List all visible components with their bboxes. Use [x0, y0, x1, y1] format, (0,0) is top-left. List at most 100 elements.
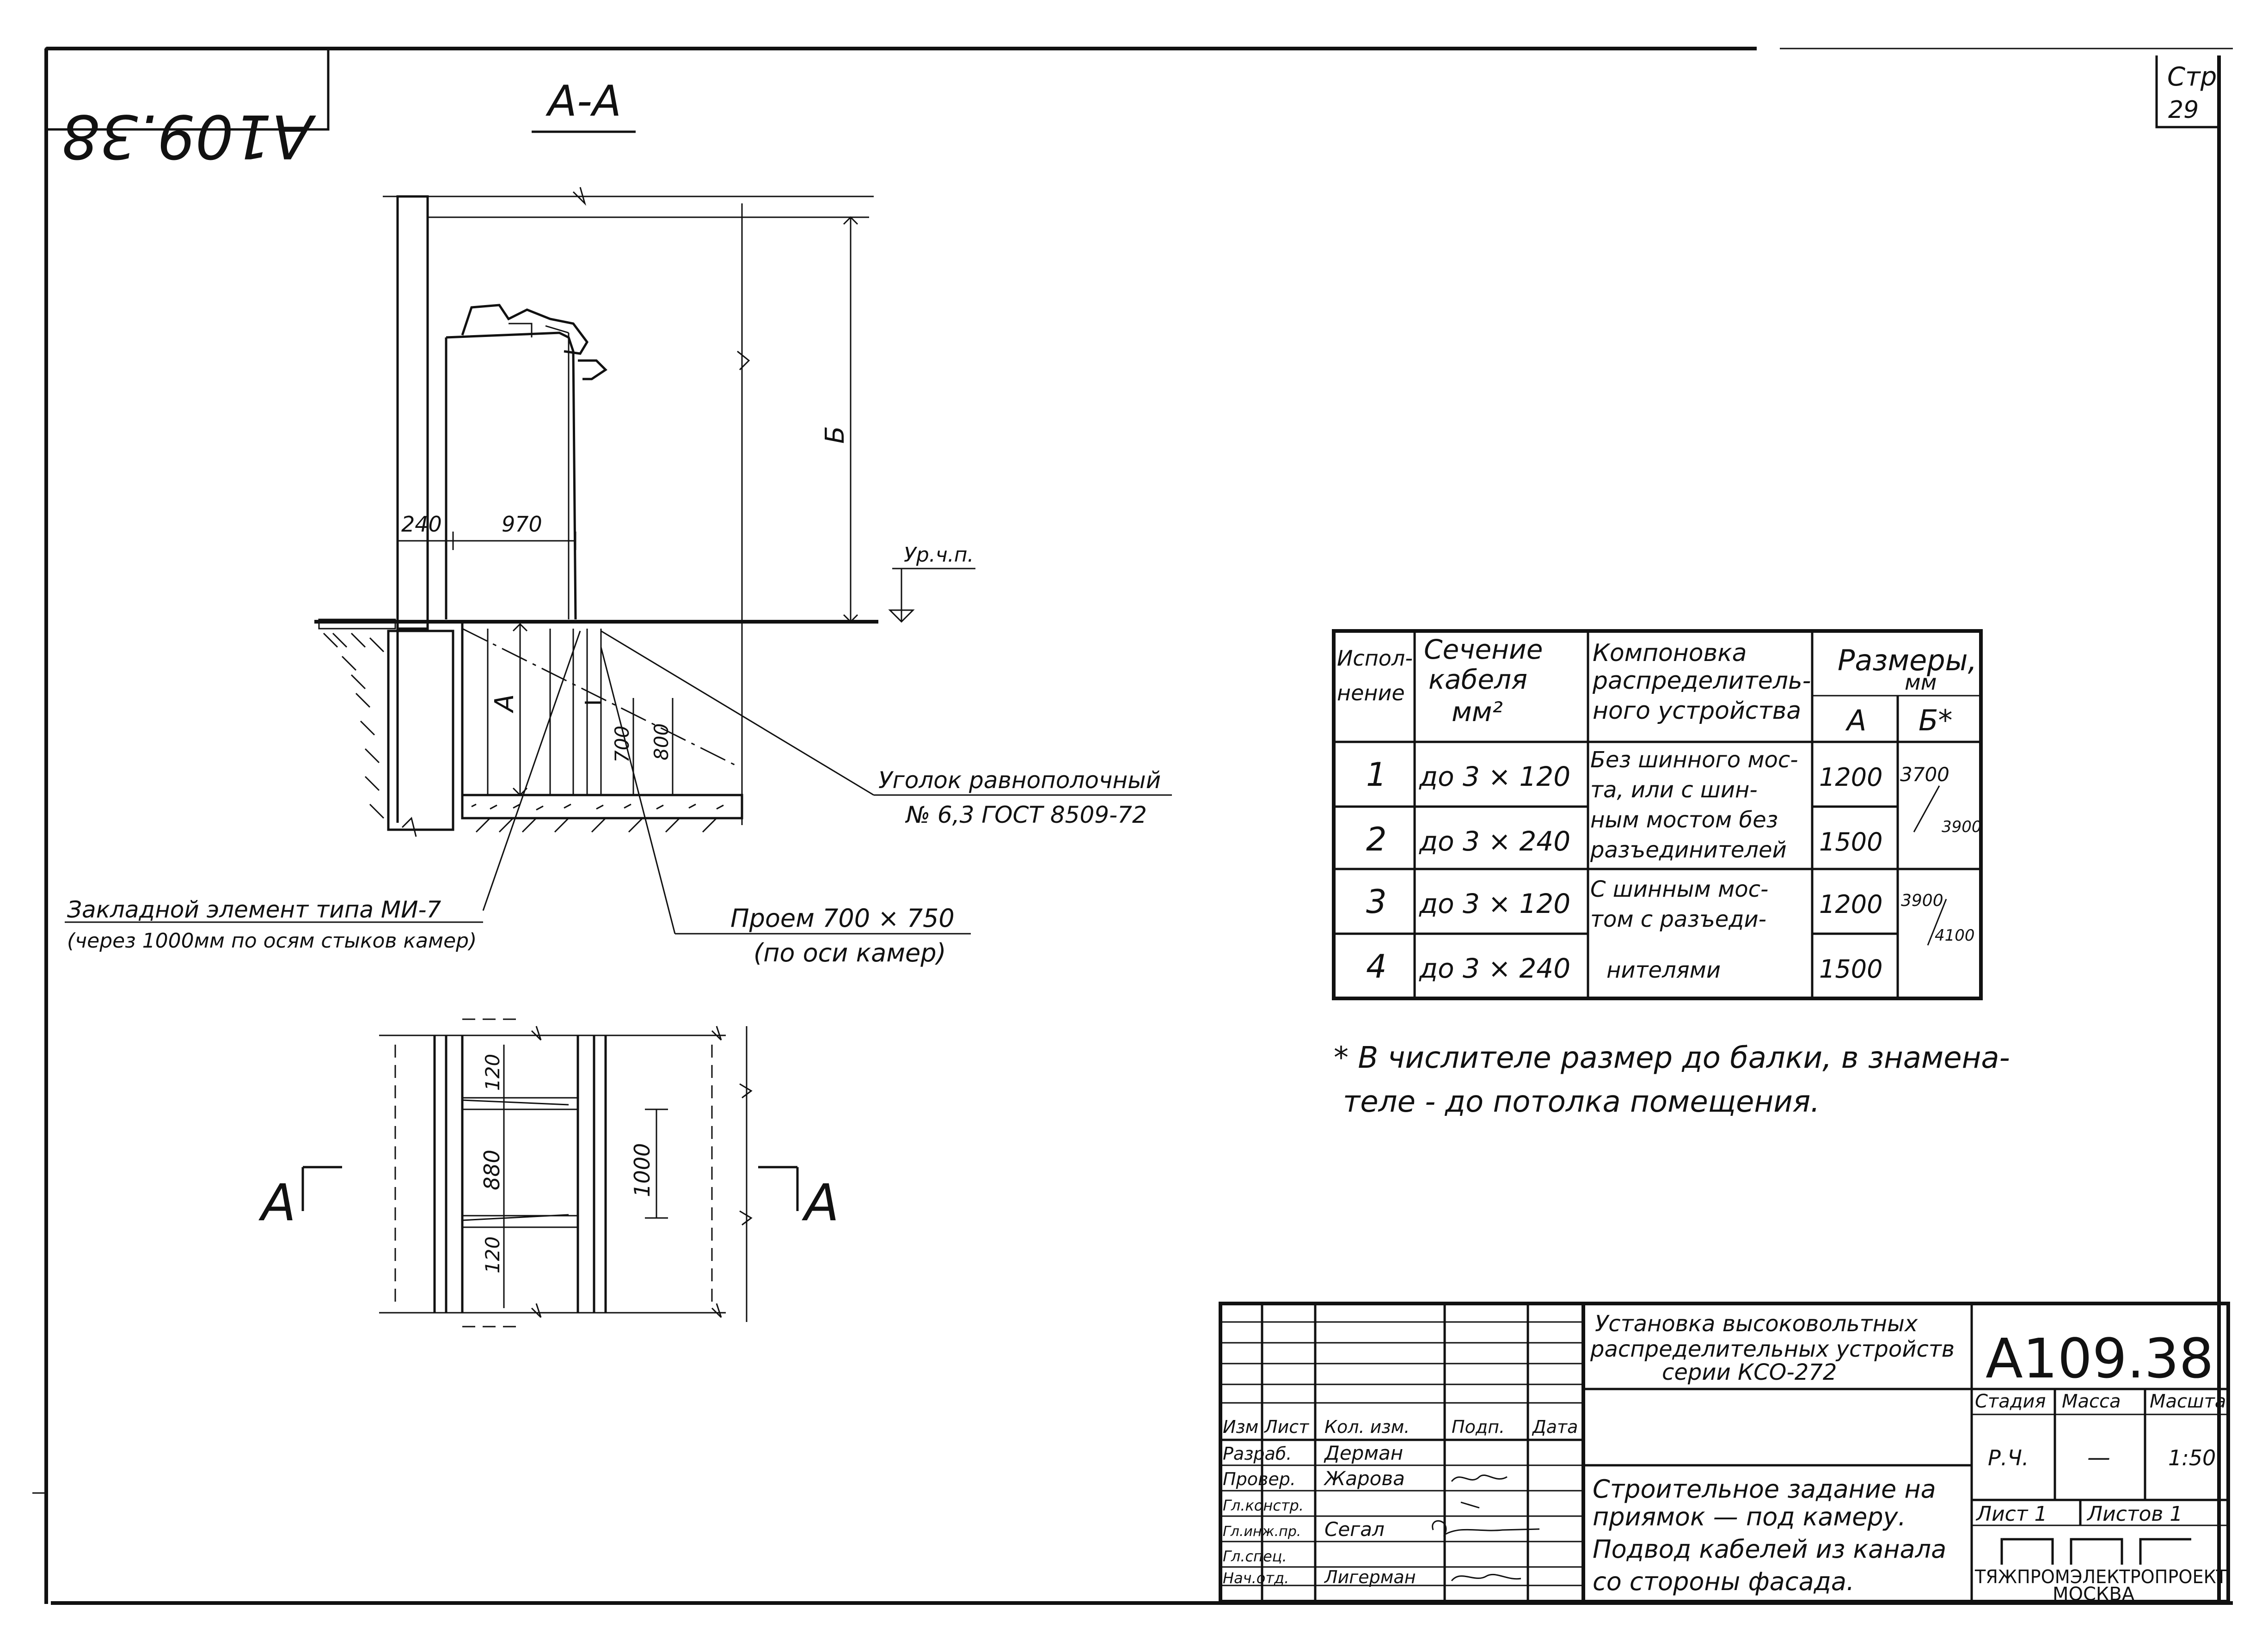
corner-code-rotated: А109.38 — [61, 101, 316, 171]
footnote-line1: * В числителе размер до балки, в знамена… — [1334, 1041, 2010, 1075]
row2-variant: 2 — [1366, 820, 1387, 858]
tb-mass-label: Масса — [2062, 1391, 2121, 1412]
tb-sheet: Лист 1 — [1975, 1502, 2047, 1526]
section-view — [314, 187, 878, 837]
b-group2-den: 4100 — [1935, 926, 1975, 945]
b-group2-num: 3900 — [1901, 891, 1943, 910]
cut-label-left: А — [258, 1173, 296, 1232]
th-layout-3: ного устройства — [1593, 697, 1801, 725]
layout-g1-l3: ным мостом без — [1590, 807, 1778, 833]
th-layout-1: Компоновка — [1593, 639, 1747, 667]
row4-variant: 4 — [1366, 948, 1387, 985]
row1-variant: 1 — [1366, 756, 1387, 794]
tb-code: А109.38 — [1986, 1327, 2214, 1390]
row1-cable: до 3 × 120 — [1419, 761, 1570, 792]
row3-cable: до 3 × 120 — [1419, 888, 1570, 919]
dim-b: Б — [820, 426, 850, 444]
th-cable-2: кабеля — [1428, 664, 1527, 695]
tb-project-l2: распределительных устройств — [1590, 1336, 1955, 1362]
level-label: Ур.ч.п. — [904, 543, 974, 567]
signatures — [1432, 1474, 1540, 1582]
tb-role-3: Гл.констр. — [1223, 1497, 1304, 1514]
tb-desc-l1: Строительное задание на — [1593, 1475, 1936, 1504]
section-dimensions: 240 970 А 700 800 Б Ур.ч.п. — [398, 216, 975, 796]
tb-desc-l2: приямок — под камеру. — [1593, 1502, 1906, 1531]
tb-role-5: Гл.спец. — [1223, 1548, 1287, 1565]
plan-dim-120-bottom: 120 — [481, 1236, 504, 1273]
tb-role-1: Разраб. — [1223, 1444, 1292, 1464]
plan-dim-880: 880 — [479, 1150, 504, 1190]
tb-name-2: Жарова — [1323, 1467, 1405, 1490]
th-cable-3: мм² — [1452, 696, 1503, 728]
tb-role-2: Провер. — [1223, 1469, 1296, 1489]
dim-a: А — [490, 694, 520, 713]
tb-col-list: Лист — [1263, 1417, 1310, 1437]
b-group1-den: 3900 — [1942, 818, 1982, 836]
tb-org-logo: ГПИ — [2002, 1539, 2003, 1540]
tb-sheets: Листов 1 — [2086, 1502, 2182, 1526]
tb-name-6: Лигерман — [1324, 1567, 1416, 1587]
tb-name-1: Дерман — [1324, 1442, 1403, 1464]
tb-col-kol: Кол. изм. — [1324, 1417, 1410, 1437]
section-notes: Уголок равнополочный № 6,3 ГОСТ 8509-72 … — [65, 630, 1172, 967]
sheet-frame — [44, 47, 2233, 1605]
title-block-grid — [1219, 1302, 2230, 1603]
note-angle-line2: № 6,3 ГОСТ 8509-72 — [905, 802, 1147, 828]
th-sizes-2: мм — [1905, 670, 1937, 695]
row4-cable: до 3 × 240 — [1419, 953, 1570, 984]
tb-stage-label: Стадия — [1975, 1391, 2046, 1412]
cut-label-right: А — [802, 1173, 839, 1232]
th-col-a: А — [1845, 704, 1866, 737]
th-sizes-1: Размеры, — [1838, 643, 1977, 677]
dim-240: 240 — [401, 512, 442, 537]
tb-project-l1: Установка высоковольтных — [1595, 1311, 1918, 1337]
page-number: 29 — [2168, 96, 2199, 124]
tb-col-podp: Подп. — [1452, 1417, 1505, 1437]
dim-970: 970 — [502, 512, 542, 537]
tb-role-6: Нач.отд. — [1223, 1569, 1289, 1587]
layout-g1-l1: Без шинного мос- — [1590, 747, 1798, 773]
tb-col-izm: Изм — [1223, 1417, 1258, 1437]
tb-desc-l3: Подвод кабелей из канала — [1593, 1535, 1946, 1564]
tb-name-4: Сегал — [1324, 1518, 1385, 1541]
tb-org-name: ТЯЖПРОМЭЛЕКТРОПРОЕКТ — [1974, 1567, 2227, 1588]
tb-mass: — — [2087, 1444, 2110, 1471]
layout-g2-l3: нителями — [1606, 957, 1721, 983]
th-col-b: Б* — [1919, 704, 1953, 737]
tb-scale: 1:50 — [2168, 1445, 2216, 1470]
sizes-table — [1332, 629, 1983, 1000]
tb-project-l3: серии КСО-272 — [1662, 1359, 1837, 1385]
note-opening-line2: (по оси камер) — [754, 938, 946, 967]
note-embed-line2: (через 1000мм по осям стыков камер) — [67, 929, 477, 953]
row2-cable: до 3 × 240 — [1419, 826, 1570, 857]
plan-dim-120-top: 120 — [481, 1054, 504, 1091]
plan-dim-1000: 1000 — [630, 1143, 655, 1197]
note-opening-line1: Проем 700 × 750 — [730, 904, 955, 933]
dim-800: 800 — [650, 723, 673, 760]
th-cable-1: Сечение — [1424, 634, 1543, 665]
layout-g2-l1: С шинным мос- — [1590, 876, 1768, 902]
plan-view: 120 880 120 1000 — [301, 1018, 799, 1328]
page-label: Стр — [2167, 62, 2217, 92]
tb-org-city: МОСКВА — [2053, 1584, 2135, 1605]
b-group1-num: 3700 — [1900, 763, 1949, 786]
tb-scale-label: Масшта — [2150, 1391, 2226, 1412]
th-variant-2: нение — [1337, 680, 1405, 705]
tb-stage: Р.Ч. — [1988, 1445, 2029, 1470]
row2-a: 1500 — [1819, 827, 1882, 857]
tb-col-date: Дата — [1532, 1417, 1578, 1437]
org-logo — [2000, 1538, 2191, 1565]
section-title: А-А — [546, 76, 621, 126]
th-layout-2: распределитель- — [1592, 667, 1811, 695]
layout-g1-l2: та, или с шин- — [1590, 777, 1758, 803]
tb-role-4: Гл.инж.пр. — [1223, 1524, 1301, 1540]
row3-variant: 3 — [1366, 883, 1387, 921]
footnote-line2: теле - до потолка помещения. — [1343, 1085, 1820, 1119]
row4-a: 1500 — [1819, 955, 1882, 984]
tb-desc-l4: со стороны фасада. — [1593, 1567, 1854, 1596]
layout-g1-l4: разъединителей — [1590, 837, 1787, 863]
row1-a: 1200 — [1819, 763, 1882, 792]
row3-a: 1200 — [1819, 890, 1882, 919]
note-angle-line1: Уголок равнополочный — [878, 767, 1161, 794]
